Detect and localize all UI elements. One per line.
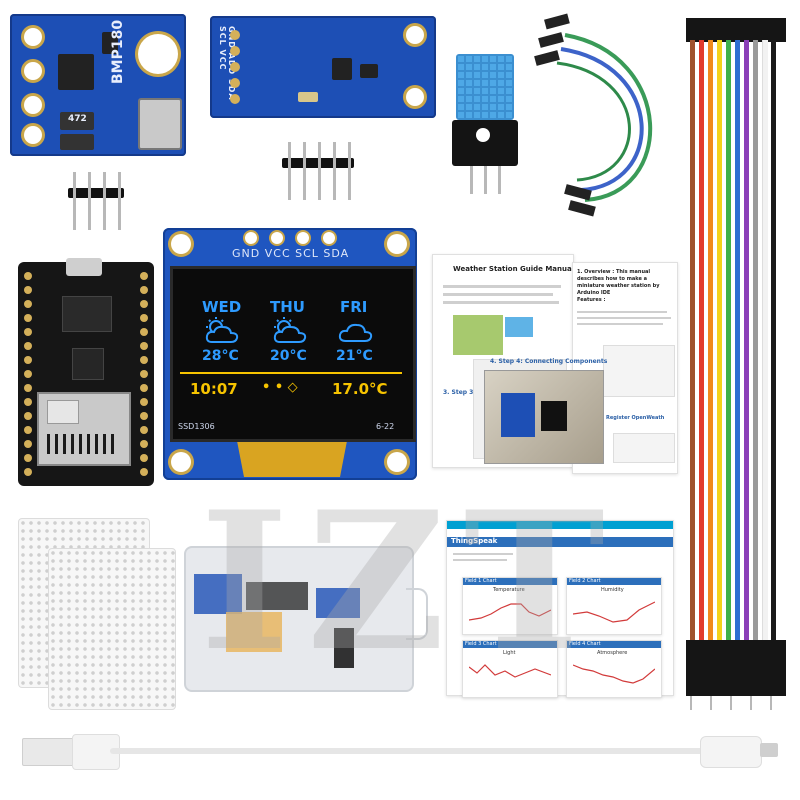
manual-title: Weather Station Guide Manual [453,265,575,273]
oled-temp-fri: 21°C [336,348,373,364]
thingspeak-panel-4: Field 4 Chart Atmosphere [566,640,662,698]
oled-day-fri: FRI [340,298,368,316]
cloud-icon [338,323,373,342]
wiring-photo [484,370,604,464]
partly-cloudy-icon-2 [273,317,307,343]
manual-step3: 3. Step 3 [443,389,474,396]
oled-time: 10:07 [190,380,238,398]
thingspeak-panel-1: Field 1 Chart Temperature [462,577,558,635]
oled-temp-thu: 20°C [270,348,307,364]
bh1750-module: GND ADD SDA SCL VCC [210,16,436,118]
oled-silk-right: 6-22 [376,422,395,431]
temperature-sparkline [469,603,551,621]
oled-page-dots: • • ◇ [262,380,298,395]
bmp180-label: BMP180 [110,19,126,84]
thingspeak-panel-2: Field 2 Chart Humidity [566,577,662,635]
storage-box [184,546,414,692]
esp8266-wifi-module [37,392,131,466]
manual-features: Features : [577,297,606,303]
mini-breadboard-front [48,548,176,710]
resistor-code: 472 [68,114,87,124]
oled-silk-left: SSD1306 [178,422,215,431]
bmp180-sensor-chip [138,98,182,150]
oled-day-wed: WED [202,298,242,316]
oled-indoor-temp: 17.0°C [332,380,388,398]
izt-watermark: IZT [200,470,623,693]
oled-divider [180,372,402,374]
manual-overview: 1. Overview : This manual describes how … [577,269,660,296]
manual-step4: 4. Step 4: Connecting Components [490,358,608,365]
thingspeak-brand: ThingSpeak [451,537,498,545]
humidity-sparkline [573,601,655,623]
oled-header-pin-labels: GND VCC SCL SDA [232,247,350,260]
manual-page-right: 1. Overview : This manual describes how … [572,262,678,474]
oled-temp-wed: 28°C [202,348,239,364]
jumper-wire-loop [534,13,653,217]
oled-day-thu: THU [270,298,305,316]
thingspeak-panel-3: Field 3 Chart Light [462,640,558,698]
oled-screen [170,266,416,442]
manual-step5: 5. Step 5: Register OpenWeath [577,415,665,421]
atmosphere-sparkline [573,664,655,684]
bmp180-module: BMP180 472 [10,14,186,156]
partly-cloudy-icon [205,317,239,343]
storage-box-latch [406,588,428,640]
light-sparkline [469,664,551,678]
